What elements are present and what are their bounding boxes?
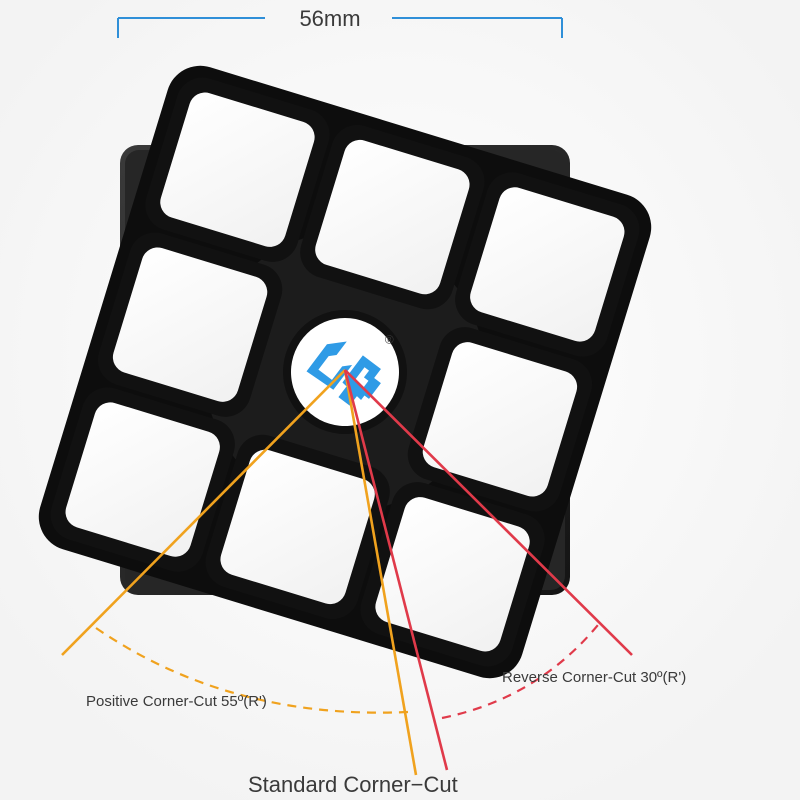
sticker (315, 139, 470, 295)
sticker (65, 402, 220, 557)
cube-top-layer (38, 65, 652, 679)
sticker (375, 497, 530, 652)
positive-corner-cut-label: Positive Corner-Cut 55º(R') (86, 693, 267, 710)
dimension-label: 56mm (299, 6, 360, 31)
registered-mark: ® (384, 332, 395, 347)
standard-corner-cut-label: Standard Corner−Cut (248, 772, 458, 797)
sticker (220, 449, 375, 605)
corner-cut-lines (61, 369, 633, 776)
positive-cut-line (61, 369, 346, 656)
reverse-corner-cut-label: Reverse Corner-Cut 30º(R') (502, 669, 686, 686)
dimension-bracket: 56mm (117, 6, 563, 38)
positive-angle-arc (95, 627, 409, 714)
sticker (422, 342, 578, 497)
sticker (160, 92, 315, 247)
standard-cut-line (343, 369, 418, 776)
sticker (470, 187, 625, 342)
sticker-grid (50, 77, 640, 667)
reference-vertical-line (343, 369, 449, 771)
sticker (112, 247, 268, 402)
reverse-angle-arc (441, 619, 603, 720)
reverse-cut-line (344, 369, 633, 656)
